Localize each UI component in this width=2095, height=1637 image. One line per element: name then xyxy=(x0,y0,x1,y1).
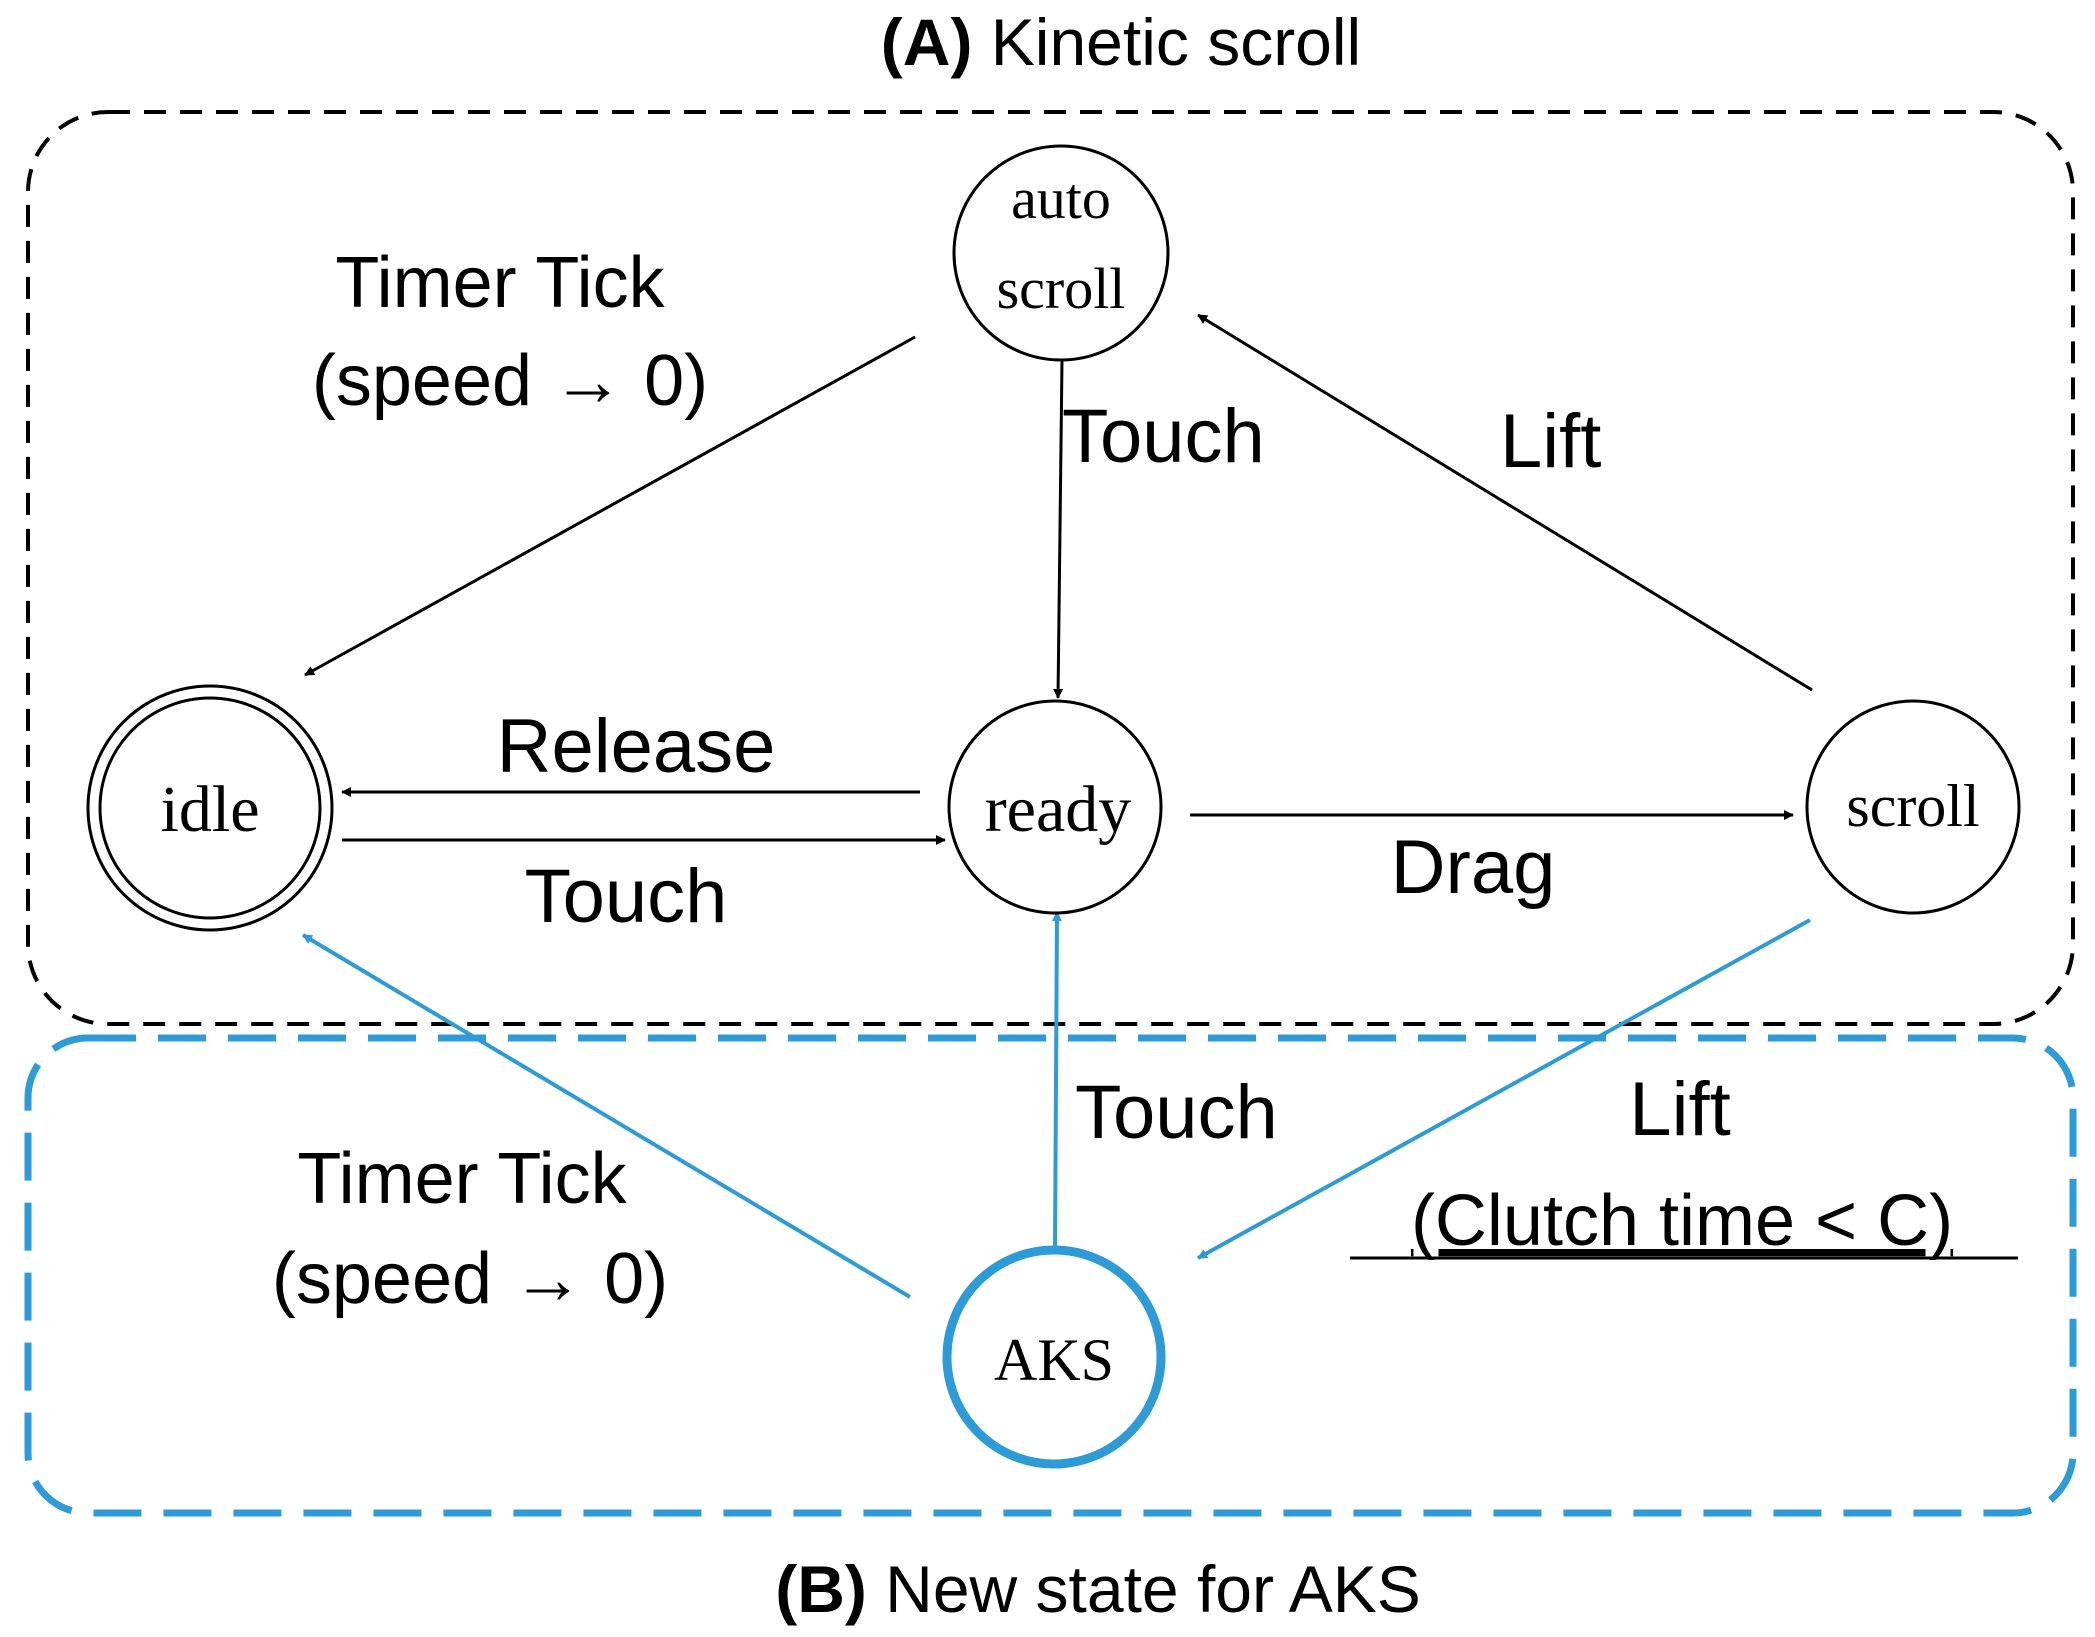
label-lift-aks-1: Lift xyxy=(1629,1067,1730,1152)
state-ready-label: ready xyxy=(985,773,1132,846)
state-idle-outer xyxy=(86,684,334,932)
state-idle-label: idle xyxy=(161,773,260,846)
state-scroll-label: scroll xyxy=(1846,773,1979,839)
label-lift-aks-2: (Clutch time < C) xyxy=(1411,1181,1953,1261)
region-a-box xyxy=(26,110,2075,1026)
state-auto-scroll xyxy=(952,144,1170,362)
state-auto-label-1: auto xyxy=(1011,166,1111,231)
label-timer-tick-b-1: Timer Tick xyxy=(297,1139,627,1219)
label-touch-auto-ready: Touch xyxy=(1062,394,1265,479)
edge-auto-to-ready xyxy=(1053,359,1064,699)
region-b-box xyxy=(24,1034,2077,1517)
label-drag: Drag xyxy=(1391,825,1556,910)
state-ready xyxy=(947,699,1163,915)
label-timer-tick-a-2: (speed → 0) xyxy=(312,341,708,421)
label-timer-tick-a-1: Timer Tick xyxy=(335,243,665,323)
label-touch-idle-ready: Touch xyxy=(525,854,728,939)
edge-aks-to-ready xyxy=(1051,911,1062,1251)
title-b: (B) New state for AKS xyxy=(775,1552,1421,1626)
edge-scroll-to-auto xyxy=(1197,313,1813,692)
label-release: Release xyxy=(497,704,776,789)
title-a: (A) Kinetic scroll xyxy=(881,5,1361,79)
state-aks xyxy=(942,1245,1166,1469)
label-timer-tick-b-2: (speed → 0) xyxy=(272,1239,668,1319)
state-scroll xyxy=(1805,699,2021,915)
edge-auto-to-idle xyxy=(304,335,916,677)
edge-scroll-to-aks xyxy=(1197,918,1811,1260)
state-idle-inner xyxy=(98,696,322,920)
state-auto-label-2: scroll xyxy=(997,256,1126,321)
state-aks-label: AKS xyxy=(994,1327,1114,1393)
edge-aks-to-idle xyxy=(301,933,912,1299)
label-lift-scroll-auto: Lift xyxy=(1500,399,1601,484)
label-touch-aks-ready: Touch xyxy=(1075,1070,1278,1155)
